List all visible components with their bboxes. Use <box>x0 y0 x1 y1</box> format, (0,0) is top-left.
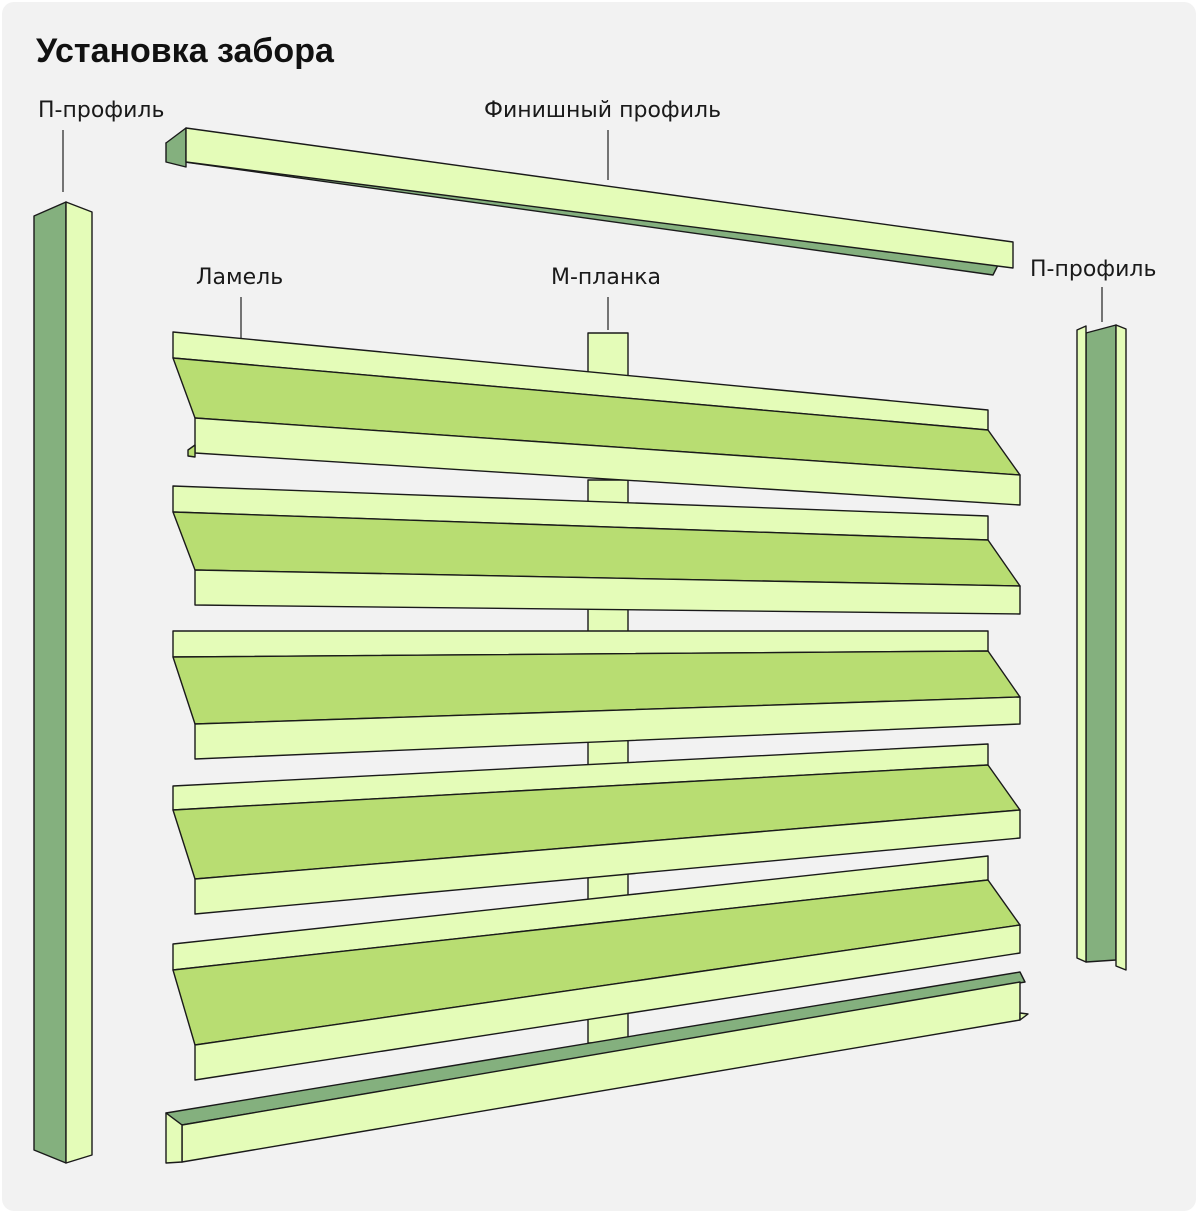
lamel-bottom-flange <box>194 417 1021 506</box>
m-planka-segment <box>587 332 629 379</box>
label-m-planka: М-планка <box>551 265 661 290</box>
bottom-rail-lip <box>1019 1012 1029 1021</box>
label-p-profile-left: П-профиль <box>38 98 165 123</box>
diagram-title: Установка забора <box>36 32 334 70</box>
lamel-bottom-flange <box>194 696 1021 760</box>
lamel-bottom-flange <box>194 569 1021 615</box>
finish-profile <box>165 127 1014 276</box>
p-profile-left-front <box>65 201 93 1164</box>
lamel-5 <box>172 855 1021 1081</box>
m-planka-segment <box>587 739 629 767</box>
label-finish-profile: Финишный профиль <box>484 98 722 123</box>
lamel-3 <box>172 630 1021 760</box>
lamel-lip <box>187 444 196 458</box>
p-profile-left <box>33 201 93 1164</box>
p-profile-right-flange-right <box>1115 324 1127 971</box>
bottom-rail-end <box>165 1112 183 1164</box>
label-lamel: Ламель <box>196 265 284 290</box>
lamel-bottom-flange <box>194 924 1021 1081</box>
lamel-4 <box>172 743 1021 915</box>
p-profile-left-side <box>33 201 67 1164</box>
p-profile-right-flange-left <box>1076 325 1087 963</box>
lamel-bottom-flange <box>194 809 1021 915</box>
label-p-profile-right: П-профиль <box>1030 257 1157 282</box>
finish-profile-front <box>185 127 1014 269</box>
lamel-1 <box>172 331 1021 506</box>
p-profile-right <box>1076 324 1127 971</box>
bottom-rail <box>165 971 1029 1164</box>
lamel-2 <box>172 485 1021 615</box>
finish-profile-end <box>165 127 187 168</box>
p-profile-right-back <box>1085 324 1117 963</box>
